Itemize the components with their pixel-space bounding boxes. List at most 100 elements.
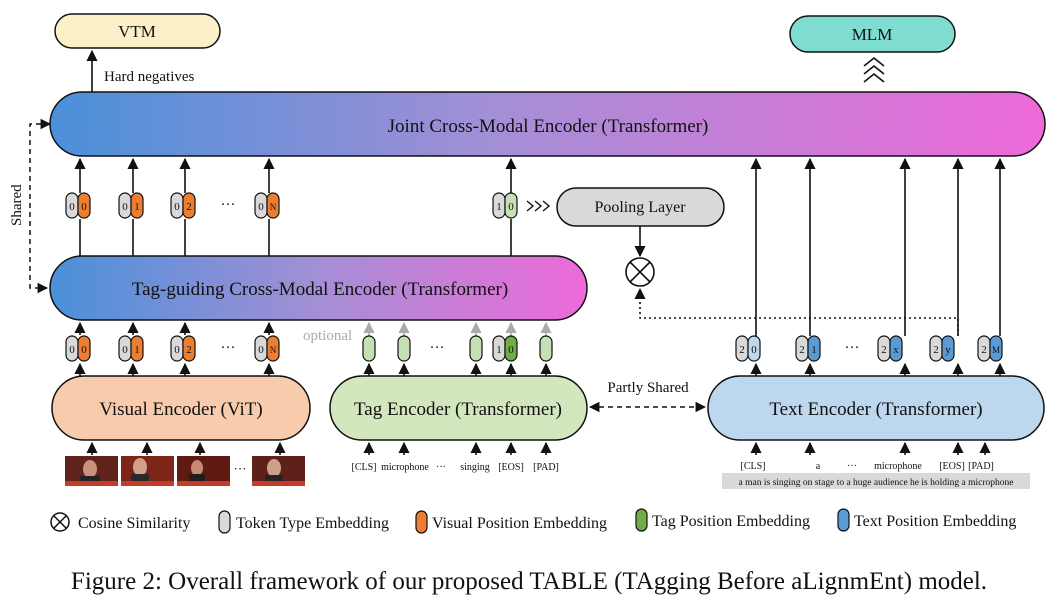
svg-text:1: 1 [134,201,140,213]
svg-text:0: 0 [81,201,87,213]
svg-text:2: 2 [739,344,745,356]
vtm-head: VTM [54,13,221,49]
text-token-y: 2 y [929,335,955,362]
text-cls-to-cosine-dotted [634,287,959,336]
shared-connector [29,118,52,294]
mlm-head: MLM [789,15,956,53]
cosine-similarity-icon [625,257,655,287]
legend-cosine-similarity: Cosine Similarity [50,512,190,532]
legend-token-type: Token Type Embedding [218,510,389,534]
tag-token-cls [362,335,376,362]
svg-text:0: 0 [122,201,128,213]
text-encoder: Text Encoder (Transformer) [707,375,1045,441]
svg-text:0: 0 [751,344,757,356]
tag-encoder-label: Tag Encoder (Transformer) [354,399,562,420]
svg-text:1: 1 [496,201,502,213]
svg-text:N: N [270,202,277,212]
text-input-cls: [CLS] [741,461,766,472]
lower-visual-token-2: 0 2 [170,335,196,362]
svg-text:0: 0 [508,344,514,356]
legend-visual-pos-label: Visual Position Embedding [432,515,607,532]
svg-text:x: x [893,344,899,356]
figure-caption: Figure 2: Overall framework of our propo… [70,568,988,595]
shared-label: Shared [9,184,25,226]
svg-text:0: 0 [174,344,180,356]
legend: Cosine Similarity Token Type Embedding V… [50,508,1016,534]
input-to-encoder-arrows [86,441,991,455]
svg-text:0: 0 [122,344,128,356]
svg-text:M: M [992,345,1000,355]
text-encoder-label: Text Encoder (Transformer) [769,399,982,420]
text-input-eos: [EOS] [939,461,965,472]
mlm-up-chevrons-icon [863,56,885,83]
tag-inputs: [CLS] microphone ··· singing [EOS] [PAD] [352,462,559,473]
partly-shared-label: Partly Shared [607,380,689,396]
legend-token-type-label: Token Type Embedding [236,515,389,532]
tag-token-singing [469,335,483,362]
pooling-chevrons-icon [526,200,551,212]
text-token-ellipsis: ··· [845,340,860,356]
visual-encoder-label: Visual Encoder (ViT) [99,399,262,420]
vtm-label: VTM [118,22,156,41]
video-frame-3 [177,456,230,486]
text-input-microphone: microphone [874,461,922,472]
sentence-box: a man is singing on stage to a huge audi… [722,473,1030,489]
svg-text:y: y [945,344,951,356]
tag-input-ellipsis: ··· [436,462,446,473]
lower-visual-ellipsis: ··· [221,340,236,356]
tag-input-microphone: microphone [381,462,429,473]
text-input-pad: [PAD] [968,461,994,472]
svg-text:2: 2 [799,344,805,356]
tag-token-chips [362,335,553,362]
visual-to-tag-guiding-arrows [74,321,275,335]
svg-text:1: 1 [496,344,502,356]
svg-text:2: 2 [186,344,192,356]
video-frame-1 [65,456,118,486]
svg-text:N: N [270,345,277,355]
video-frame-2 [121,456,174,486]
svg-text:0: 0 [508,201,514,213]
tag-to-tag-guiding-optional-arrows [363,321,552,336]
upper-visual-ellipsis: ··· [221,197,236,213]
legend-text-position: Text Position Embedding [837,508,1016,532]
lower-cls-tag-token: 1 0 [492,335,518,362]
lower-visual-token-0: 0 0 [65,335,91,362]
svg-text:2: 2 [981,344,987,356]
svg-text:0: 0 [69,344,75,356]
encoder-to-token-arrows [74,362,1006,376]
text-token-x: 2 x [877,335,903,362]
tag-input-cls: [CLS] [352,462,377,473]
tag-token-ellipsis: ··· [430,340,445,356]
tag-guiding-to-joint-arrows [74,157,517,256]
pooling-layer-label: Pooling Layer [594,199,686,216]
text-token-0: 2 0 [735,335,761,362]
svg-text:1: 1 [134,344,140,356]
video-frame-n [252,456,305,486]
upper-visual-token-0: 0 0 [65,192,91,219]
upper-visual-token-n: 0 N [254,192,280,219]
tag-input-pad: [PAD] [533,462,559,473]
upper-cls-tag-token: 1 0 [492,192,518,219]
tag-input-singing: singing [460,462,489,473]
upper-visual-token-1: 0 1 [118,192,144,219]
tag-guiding-encoder-label: Tag-guiding Cross-Modal Encoder (Transfo… [132,279,508,300]
tag-token-pad [539,335,553,362]
optional-label: optional [303,328,352,344]
legend-tag-position: Tag Position Embedding [635,508,810,532]
svg-text:2: 2 [933,344,939,356]
sentence-text: a man is singing on stage to a huge audi… [739,478,1014,488]
tag-token-microphone [397,335,411,362]
tag-encoder: Tag Encoder (Transformer) [329,375,588,441]
svg-text:2: 2 [186,201,192,213]
upper-visual-token-2: 0 2 [170,192,196,219]
svg-text:0: 0 [258,344,264,356]
text-input-a: a [816,461,821,472]
svg-text:2: 2 [881,344,887,356]
hard-negatives-label: Hard negatives [104,69,195,85]
joint-cross-modal-encoder: Joint Cross-Modal Encoder (Transformer) [49,91,1046,157]
text-input-ellipsis: ··· [847,461,857,472]
visual-encoder: Visual Encoder (ViT) [51,375,311,441]
tag-guiding-cross-modal-encoder: Tag-guiding Cross-Modal Encoder (Transfo… [49,255,588,321]
legend-text-pos-label: Text Position Embedding [854,513,1016,530]
